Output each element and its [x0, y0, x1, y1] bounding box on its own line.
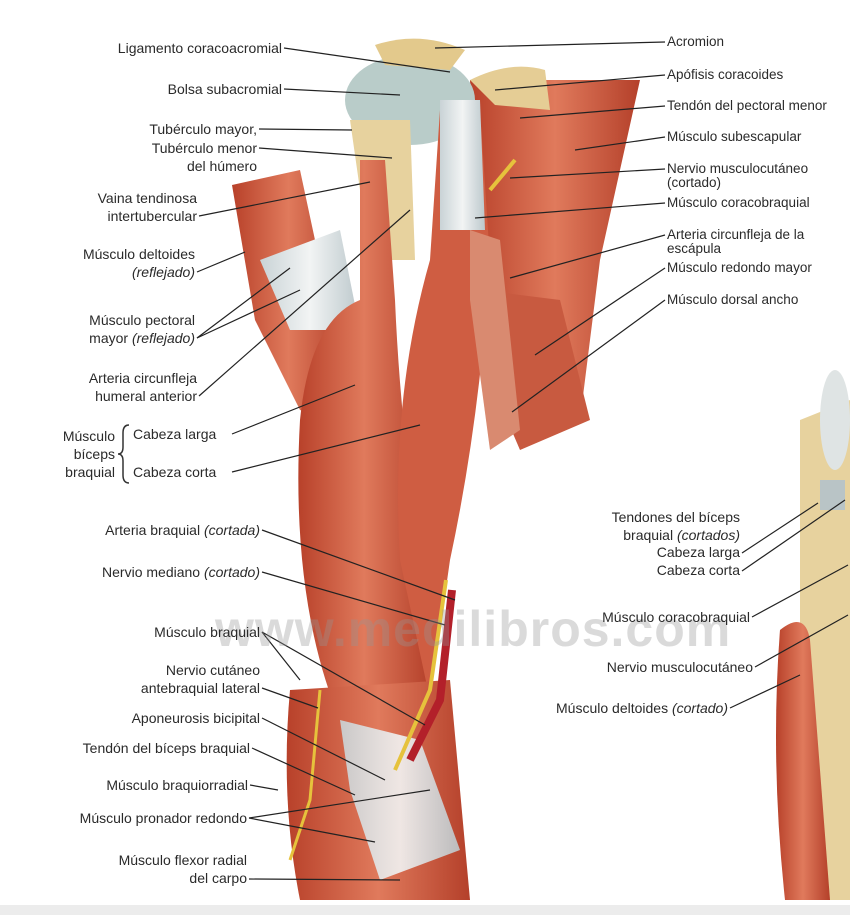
label-coracobraquial-2: Músculo coracobraquial: [602, 609, 750, 625]
brachial-artery: [406, 589, 456, 762]
label-flexor-radial: Músculo flexor radial del carpo: [119, 851, 247, 887]
biceps-tendon-short: [440, 100, 485, 230]
label-line: braquial: [623, 526, 677, 543]
label-line: (cortada): [203, 522, 260, 538]
label-musculo-dorsal-ancho: Músculo dorsal ancho: [667, 292, 799, 307]
label-cabeza-larga-2: Cabeza larga: [656, 544, 740, 561]
footer-bar: [0, 905, 850, 915]
label-line-wrapper: braquial (cortados): [612, 527, 740, 545]
label-line: Músculo flexor radial: [118, 852, 247, 868]
label-braquiorradial: Músculo braquiorradial: [106, 777, 248, 793]
label-musculo-subescapular: Músculo subescapular: [667, 129, 802, 144]
label-deltoides-cortado: Músculo deltoides (cortado): [556, 699, 728, 717]
label-acromion: Acromion: [667, 34, 725, 49]
label-line: (cortado): [671, 700, 728, 716]
label-tuberculos: Tubérculo mayor, Tubérculo menor del húm…: [149, 120, 257, 176]
label-vaina-tendinosa: Vaina tendinosa intertubercular: [98, 189, 197, 225]
label-line: antebraquial lateral: [140, 680, 260, 696]
label-ligamento-coracoacromial: Ligamento coracoacromial: [117, 40, 282, 56]
second-humeral-head: [820, 370, 850, 470]
label-arteria-circunfleja-escapula: Arteria circunfleja de la escápula: [667, 227, 805, 256]
label-line: Músculo pectoral: [89, 312, 195, 328]
median-nerve: [393, 579, 448, 771]
label-line: Tubérculo menor: [151, 139, 257, 156]
label-nervio-cutaneo: Nervio cutáneo antebraquial lateral: [141, 661, 260, 697]
label-line: Músculo deltoides: [556, 700, 672, 716]
label-line-wrapper: mayor (reflejado): [89, 329, 195, 347]
label-aponeurosis-bicipital: Aponeurosis bicipital: [131, 710, 260, 726]
label-cabeza-corta: Cabeza corta: [133, 464, 217, 480]
label-line: Nervio mediano: [102, 564, 204, 580]
label-line: bíceps: [73, 446, 115, 462]
label-musculo-redondo-mayor: Músculo redondo mayor: [667, 260, 812, 275]
label-line: Tubérculo mayor,: [149, 121, 257, 137]
label-line: del húmero: [186, 158, 257, 174]
label-line: mayor: [89, 330, 132, 346]
label-pronador-redondo: Músculo pronador redondo: [79, 810, 247, 826]
label-arteria-circunfleja-humeral: Arteria circunfleja humeral anterior: [89, 369, 197, 405]
label-line: Músculo: [62, 428, 115, 444]
label-cabeza-corta-2: Cabeza corta: [656, 562, 740, 579]
biceps-short-head: [398, 110, 490, 700]
bicipital-aponeurosis: [340, 720, 460, 880]
coracobrachialis: [470, 230, 520, 450]
label-line: Arteria braquial: [105, 522, 204, 538]
pectoral-reflected: [260, 230, 360, 330]
label-musculo-deltoides: Músculo deltoides (reflejado): [83, 245, 195, 281]
leader-lines: [196, 41, 849, 881]
label-line: (reflejado): [131, 330, 195, 346]
label-musculocutaneo-2: Nervio musculocutáneo: [606, 659, 753, 675]
label-line: Vaina tendinosa: [97, 190, 197, 206]
acromion-bone: [375, 38, 465, 70]
label-musculo-coracobraquial: Músculo coracobraquial: [667, 195, 810, 210]
label-line: (cortado): [203, 564, 260, 580]
watermark: www.medilibros.com: [215, 601, 732, 657]
label-tendon-biceps: Tendón del bíceps braquial: [82, 740, 250, 756]
label-line: Músculo deltoides: [82, 246, 195, 262]
label-musculo-braquial: Músculo braquial: [154, 624, 260, 640]
label-line: braquial: [65, 464, 115, 480]
lateral-cutaneous-nerve: [288, 689, 322, 861]
label-line: humeral anterior: [95, 388, 197, 404]
label-bolsa-subacromial: Bolsa subacromial: [167, 81, 282, 97]
label-nervio-musculocutaneo: Nervio musculocutáneo (cortado): [667, 161, 809, 190]
label-line: (cortados): [676, 526, 740, 543]
second-deltoid: [776, 622, 830, 900]
brace-bracket: [117, 424, 130, 484]
label-line-wrapper: (reflejado): [83, 263, 195, 281]
label-tendon-pectoral-menor: Tendón del pectoral menor: [667, 98, 827, 113]
label-musculo-pectoral: Músculo pectoral mayor (reflejado): [89, 311, 195, 347]
second-biceps-tendon-stump: [820, 480, 845, 510]
label-line: Nervio cutáneo: [165, 662, 260, 678]
label-arteria-braquial: Arteria braquial (cortada): [105, 521, 260, 539]
label-cabeza-larga: Cabeza larga: [133, 426, 217, 442]
label-apofisis-coracoides: Apófisis coracoides: [667, 67, 784, 82]
label-line: del carpo: [189, 870, 247, 886]
label-line: Tendones del bíceps: [611, 509, 740, 525]
label-musculo-biceps: Músculo bíceps braquial: [63, 427, 115, 481]
label-line: Arteria circunfleja: [88, 370, 197, 386]
label-tendones-biceps: Tendones del bíceps braquial (cortados) …: [612, 509, 740, 580]
biceps-long-head: [298, 160, 430, 720]
label-line: (reflejado): [131, 264, 195, 280]
musculocutaneous-nerve: [488, 158, 517, 192]
label-nervio-mediano: Nervio mediano (cortado): [102, 563, 260, 581]
label-line: intertubercular: [107, 208, 198, 224]
